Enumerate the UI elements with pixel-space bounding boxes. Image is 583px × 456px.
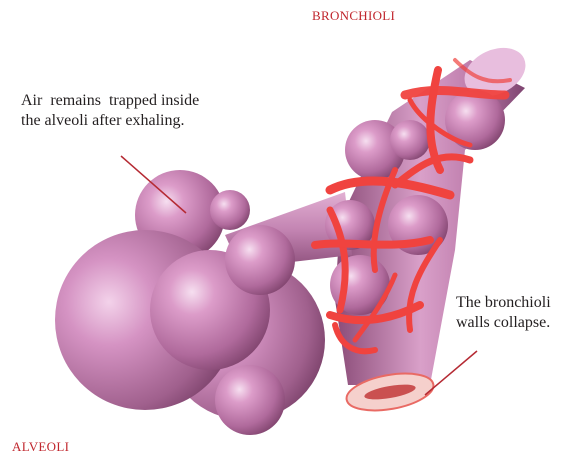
walls-collapse-annotation: The bronchioli walls collapse. [456, 293, 551, 333]
trapped-air-line-2: the alveoli after exhaling. [21, 111, 199, 131]
walls-collapse-line-2: walls collapse. [456, 313, 551, 333]
trapped-air-annotation: Air remains trapped inside the alveoli a… [21, 91, 199, 131]
bronchioli-label: BRONCHIOLI [312, 8, 395, 24]
alveoli-label: ALVEOLI [12, 439, 69, 455]
alveoli-cluster [55, 170, 325, 435]
walls-collapse-line-1: The bronchioli [456, 293, 551, 313]
trapped-air-line-1: Air remains trapped inside [21, 91, 199, 111]
